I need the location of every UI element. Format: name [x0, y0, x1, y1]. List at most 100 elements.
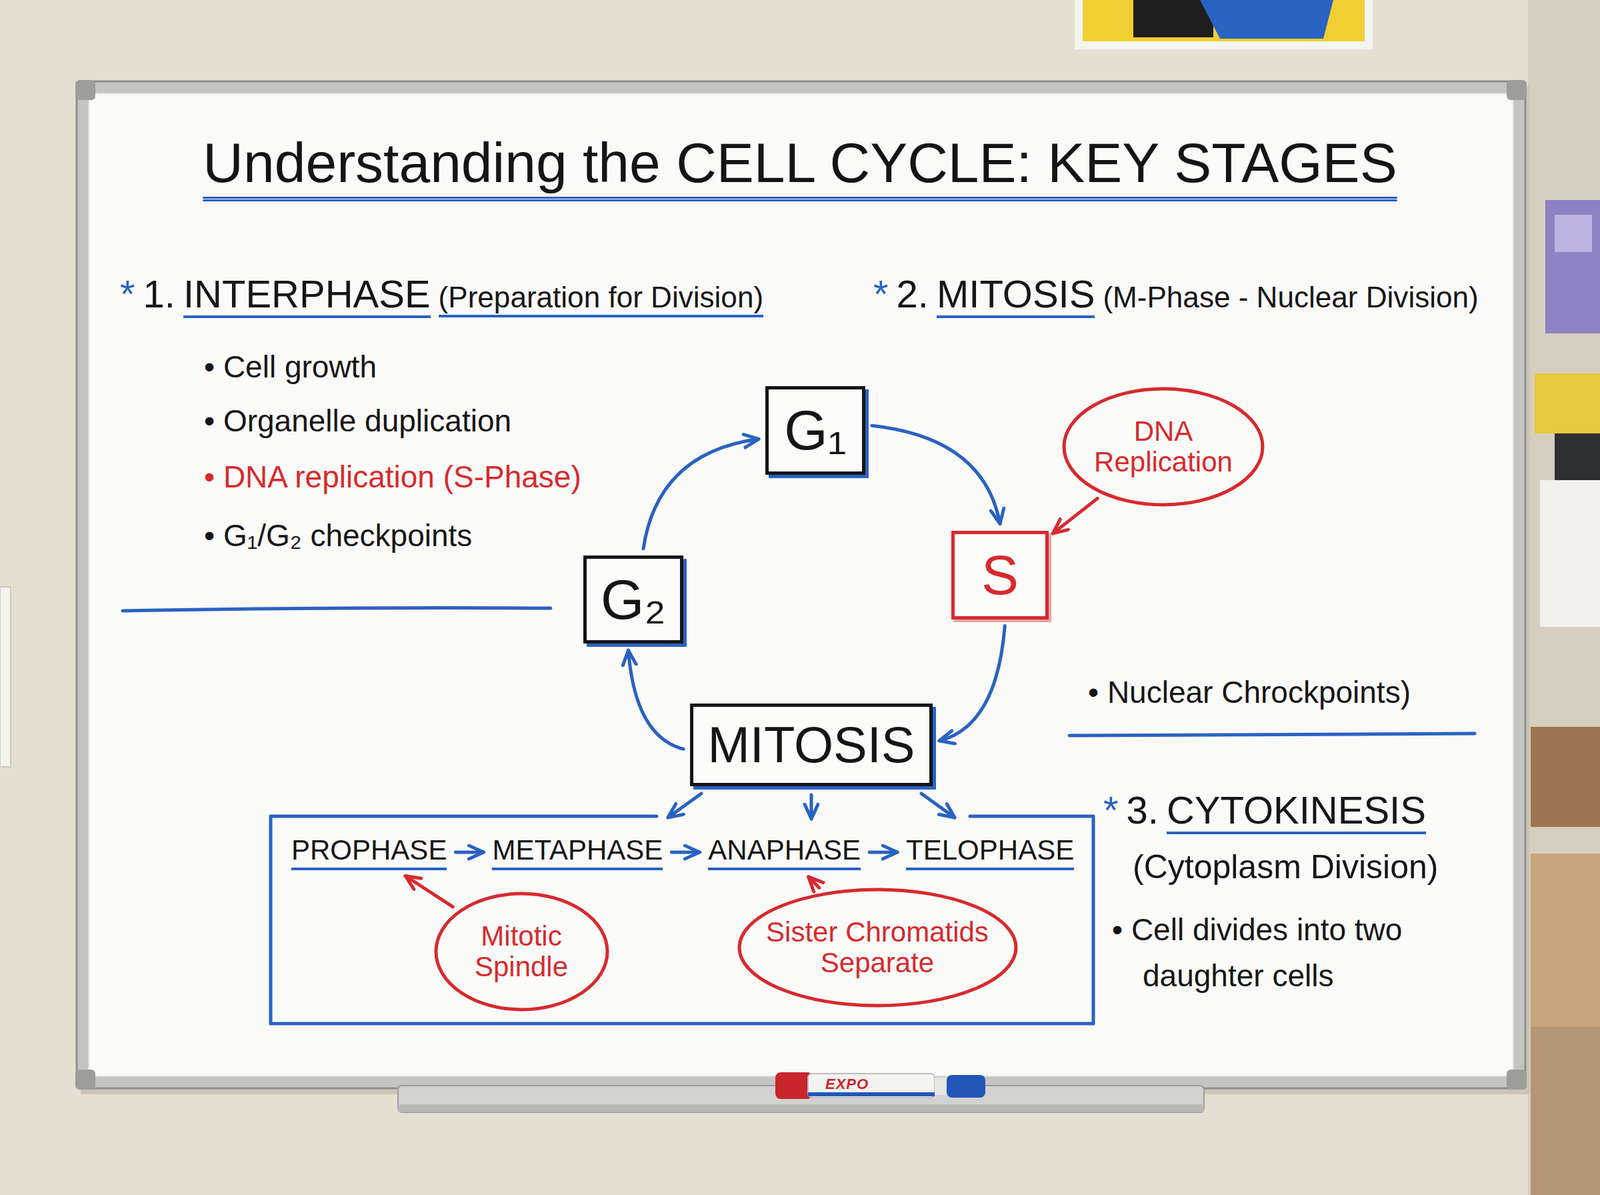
board-surface — [88, 93, 1514, 1076]
connector-arrow — [455, 850, 484, 854]
section-heading: CYTOKINESIS — [1166, 788, 1426, 834]
label-area: • Cell growth — [204, 349, 377, 385]
node-text: MITOSIS — [707, 716, 915, 773]
node-text: ANAPHASE — [708, 834, 861, 870]
connector-arrow — [671, 850, 700, 854]
section-heading: INTERPHASE — [183, 272, 431, 318]
section-heading: MITOSIS — [936, 272, 1095, 318]
room-background — [1528, 0, 1600, 1195]
callout-ellipse: DNA Replication — [1061, 386, 1266, 508]
node-text: METAPHASE — [492, 834, 663, 870]
marker-brand: EXPO — [825, 1075, 869, 1092]
top-poster-yellow — [1082, 0, 1365, 42]
cycle-arrow — [939, 626, 1005, 741]
section-star: * — [120, 272, 136, 317]
label-area: • Nuclear Chrockpoints) — [1088, 674, 1411, 710]
marker-tray-lip — [398, 1104, 1204, 1112]
purple-poster — [1545, 200, 1600, 334]
mitosis-branch-arrow — [921, 793, 955, 818]
desk — [1530, 853, 1600, 1027]
bullet-note: • G₁/G₂ checkpoints — [204, 518, 472, 553]
marker-blue-cap — [946, 1074, 986, 1098]
bullet-note: • Organelle duplication — [204, 403, 512, 438]
cycle-arrow — [643, 438, 759, 548]
frame-corner — [75, 80, 96, 100]
label-area: • Organelle duplication — [204, 403, 512, 439]
frame-corner — [75, 1069, 96, 1090]
board-shadow — [80, 86, 1530, 1094]
node-text: DNA Replication — [1086, 416, 1240, 478]
ellipse-shape — [1064, 388, 1263, 505]
bullet-note: • Cell divides into two daughter cells — [1112, 906, 1486, 999]
callout-ellipse: Sister Chromatids Separate — [736, 886, 1019, 1008]
connector-arrow — [1052, 498, 1098, 533]
frame-corner — [1506, 80, 1527, 100]
cycle-arrow — [872, 425, 1000, 524]
mitosis-branch-arrow — [810, 794, 814, 819]
floor — [1530, 1026, 1600, 1195]
stage-word: PROPHASE — [288, 831, 450, 873]
bullet-note: • Cell growth — [204, 349, 377, 384]
mitosis-box: MITOSIS — [690, 703, 933, 786]
node-text: G₂ — [600, 568, 666, 630]
connector-arrow — [808, 876, 820, 888]
bullet-note: • Nuclear Chrockpoints) — [1088, 674, 1411, 710]
white-paper — [1540, 480, 1600, 627]
connector-arrow — [405, 876, 453, 907]
marker-body — [808, 1073, 935, 1098]
top-poster-blue — [1200, 0, 1334, 39]
section-number: 1. — [143, 272, 176, 317]
title-text: Understanding the CELL CYCLE: KEY STAGES — [202, 129, 1397, 197]
marker-red-cap — [775, 1072, 813, 1099]
phase-box: G₂ — [583, 555, 684, 644]
label-area: • G₁/G₂ checkpoints — [204, 518, 472, 554]
mitosis-branch-arrow — [668, 793, 702, 818]
connector-arrow — [869, 850, 898, 854]
board-frame — [76, 81, 1526, 1088]
marker-stripe — [808, 1092, 935, 1096]
label-area: (Cytoplasm Division) — [1132, 848, 1438, 887]
node-text: Sister Chromatids Separate — [754, 916, 1001, 978]
top-poster-black — [1133, 0, 1214, 38]
section-star: * — [1103, 788, 1119, 833]
label-area: • DNA replication (S-Phase) — [204, 459, 582, 495]
section-subtitle: (Preparation for Division) — [438, 280, 764, 318]
section-number: 2. — [896, 272, 929, 317]
section-subtitle: (Cytoplasm Division) — [1132, 848, 1438, 886]
heading-row: *1.INTERPHASE(Preparation for Division) — [120, 272, 764, 318]
cycle-arrow — [628, 650, 684, 749]
phase-box: S — [951, 530, 1049, 620]
node-text: G₁ — [784, 399, 847, 461]
label-area: EXPO — [825, 1075, 869, 1092]
nuclear-divider — [1069, 733, 1475, 736]
section-subtitle: (M-Phase - Nuclear Division) — [1102, 280, 1478, 315]
node-text: S — [981, 544, 1019, 606]
marker-end — [934, 1077, 948, 1095]
heading-row: *2.MITOSIS(M-Phase - Nuclear Division) — [873, 272, 1479, 318]
yellow-note — [1534, 373, 1600, 434]
frame-corner — [1506, 1069, 1527, 1090]
node-text: PROPHASE — [291, 834, 447, 870]
poster-detail — [1554, 214, 1592, 252]
section-number: 3. — [1126, 788, 1159, 833]
phase-bracket-box — [270, 816, 1094, 1024]
shelf — [1530, 726, 1600, 827]
stage-word: ANAPHASE — [704, 831, 864, 873]
title-area: Understanding the CELL CYCLE: KEY STAGES — [0, 129, 1600, 197]
interphase-divider — [122, 608, 551, 612]
ellipse-shape — [739, 889, 1016, 1006]
bullet-note: • DNA replication (S-Phase) — [204, 459, 582, 494]
label-area: • Cell divides into two daughter cells — [1112, 906, 1486, 999]
stage-word: TELOPHASE — [902, 831, 1078, 873]
ellipse-shape — [436, 893, 608, 1010]
top-poster-border — [1074, 0, 1373, 50]
node-text: Mitotic Spindle — [454, 920, 588, 982]
heading-row: *3.CYTOKINESIS — [1103, 788, 1426, 834]
phase-box: G₁ — [765, 386, 866, 475]
node-text: TELOPHASE — [906, 834, 1074, 870]
callout-ellipse: Mitotic Spindle — [433, 890, 610, 1012]
section-star: * — [873, 272, 889, 317]
light-switch-plate — [0, 586, 11, 767]
stage-word: METAPHASE — [488, 831, 666, 873]
